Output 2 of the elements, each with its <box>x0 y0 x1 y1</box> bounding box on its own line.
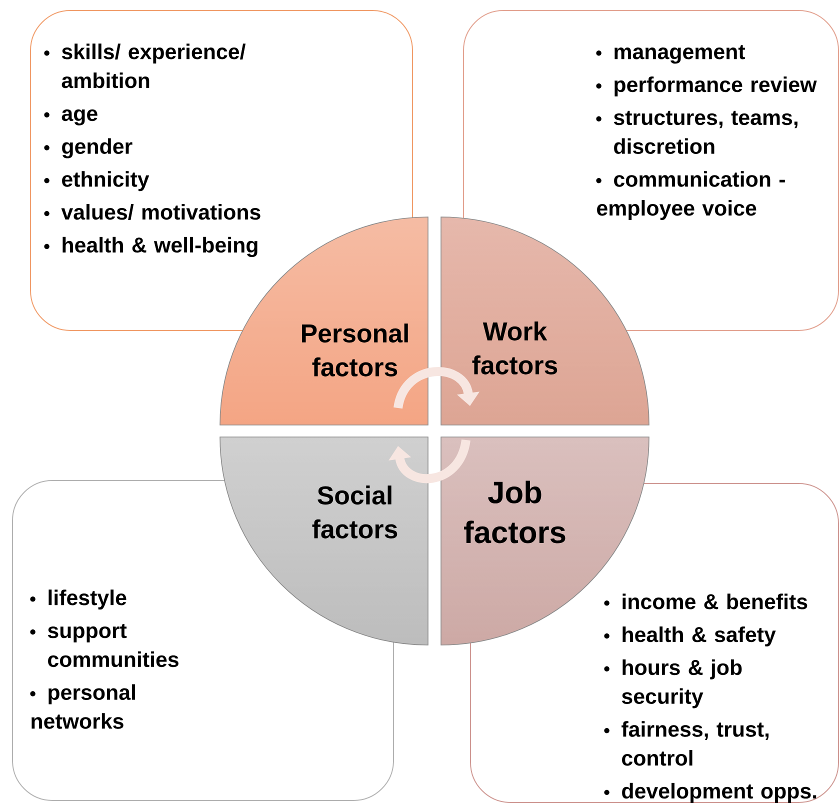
curved-arrow <box>388 439 470 484</box>
quadrant: Social factors <box>220 436 428 646</box>
